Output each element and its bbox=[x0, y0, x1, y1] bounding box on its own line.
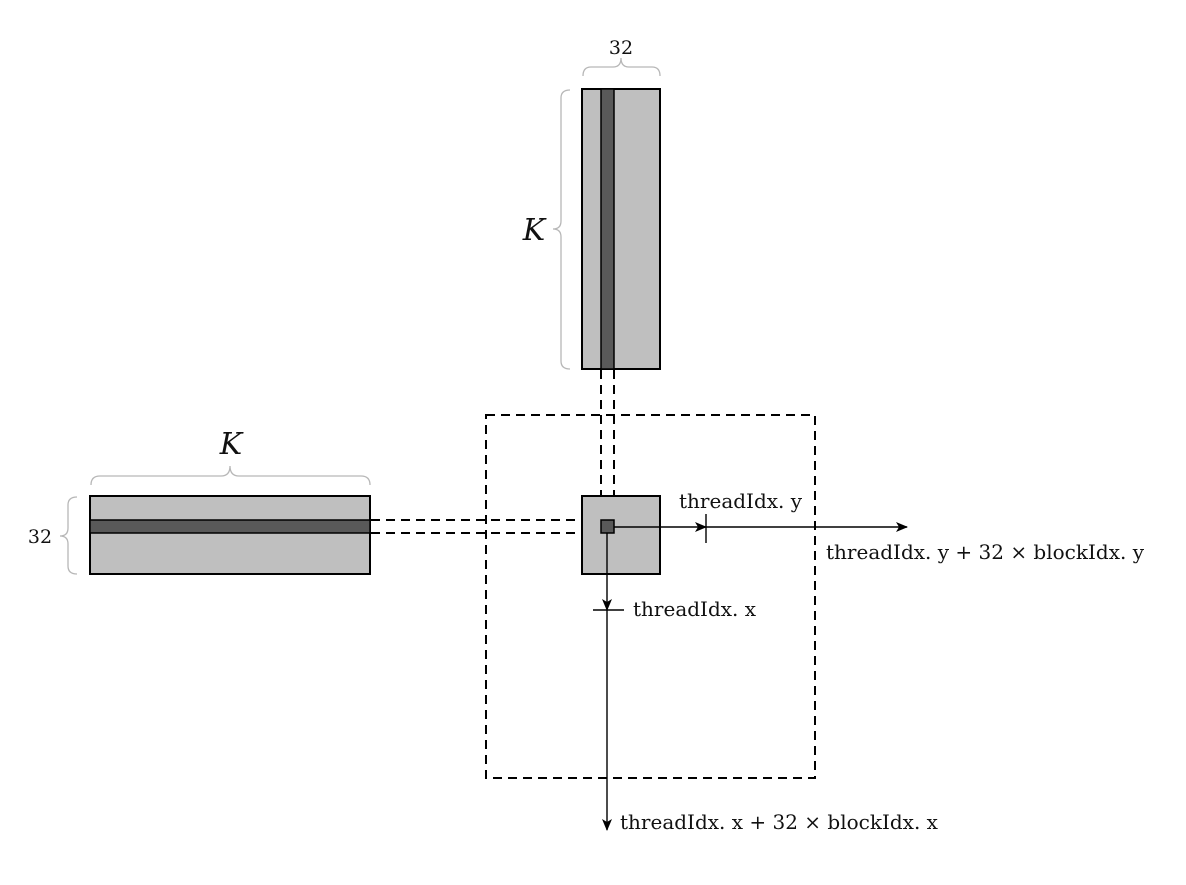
matrix-b-height-label: K bbox=[522, 213, 547, 248]
thread-x-axis: threadIdx. x threadIdx. x + 32 × blockId… bbox=[593, 533, 939, 834]
matrix-c-block-tile bbox=[581, 495, 661, 575]
matrix-b-width-brace bbox=[582, 57, 661, 77]
matrix-b-column-highlight bbox=[600, 88, 615, 370]
matrix-c-grid-outline bbox=[485, 414, 816, 779]
global-x-label: threadIdx. x + 32 × blockIdx. x bbox=[620, 810, 939, 834]
thread-y-axis: threadIdx. y threadIdx. y + 32 × blockId… bbox=[614, 489, 1145, 564]
matrix-c bbox=[371, 370, 816, 779]
output-element-cell bbox=[600, 519, 615, 534]
matrix-b-tile bbox=[581, 88, 661, 370]
global-y-label: threadIdx. y + 32 × blockIdx. y bbox=[826, 540, 1145, 564]
matrix-a-height-label: 32 bbox=[28, 526, 52, 548]
matrix-a-tile bbox=[89, 495, 371, 575]
matrix-b-height-brace bbox=[552, 89, 571, 370]
matrix-a: K 32 bbox=[28, 427, 371, 575]
matrix-a-row-highlight bbox=[89, 519, 371, 534]
thread-y-label: threadIdx. y bbox=[679, 489, 803, 513]
matrix-a-width-label: K bbox=[219, 427, 244, 462]
thread-x-label: threadIdx. x bbox=[633, 597, 757, 621]
matrix-a-height-brace bbox=[59, 496, 78, 575]
matrix-b: 32 K bbox=[522, 37, 661, 370]
matrix-b-width-label: 32 bbox=[609, 37, 633, 59]
matrix-a-width-brace bbox=[90, 465, 371, 486]
